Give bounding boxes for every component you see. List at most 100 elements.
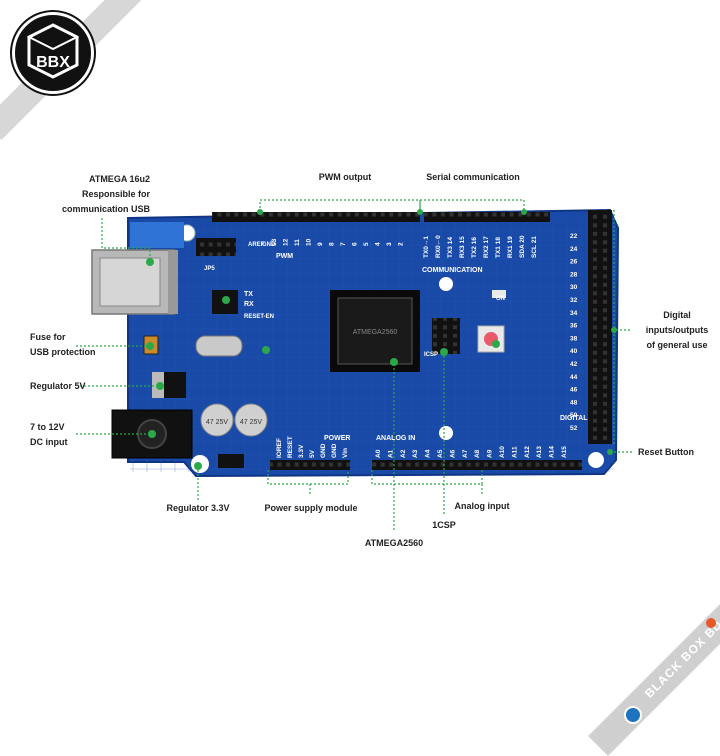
pin-label: SDA 20: [519, 235, 526, 258]
pin-label: A1: [387, 449, 394, 458]
callout-icsp: 1CSP: [432, 520, 456, 530]
cap-label: 47 25V: [240, 419, 263, 426]
digital-silk-label: DIGITAL: [560, 415, 588, 422]
callout-atmega16u2-line2: Responsible for: [81, 189, 150, 199]
pin-label: 3: [386, 242, 393, 246]
pin-label: A5: [437, 449, 444, 458]
callout-digital-line1: Digital: [663, 310, 691, 320]
capacitor: 47 25V: [234, 403, 268, 437]
pin-label: 32: [570, 297, 578, 304]
callout-dc-line1: 7 to 12V: [30, 422, 65, 432]
pin-label: 11: [294, 239, 301, 246]
rx-silk-label: RX: [244, 301, 254, 308]
callout-dc-line2: DC input: [30, 437, 68, 447]
pin-label: SCL 21: [531, 236, 538, 258]
communication-header: [424, 212, 550, 222]
reset-en-silk-label: RESET-EN: [244, 314, 274, 320]
callout-atmega16u2-line3: communication USB: [61, 204, 150, 214]
analog-header: [372, 460, 582, 470]
crystal-oscillator: [195, 335, 243, 357]
callout-analog-input: Analog input: [454, 501, 510, 511]
pin-label: 44: [570, 374, 578, 381]
analog-silk-label: ANALOG IN: [376, 435, 415, 442]
callout-fuse-line2: USB protection: [30, 347, 96, 357]
callout-serial-communication: Serial communication: [426, 172, 520, 182]
aref-silk-label: AREF: [248, 242, 265, 248]
callout-fuse: Fuse for USB protection: [30, 330, 120, 360]
callout-digital-line3: of general use: [646, 340, 708, 350]
pin-label: A3: [412, 449, 419, 458]
callout-power-supply-module: Power supply module: [264, 503, 358, 513]
pwm-silk-label: PWM: [276, 253, 293, 260]
pin-label: 9: [317, 242, 324, 246]
callout-digital-line2: inputs/outputs: [645, 325, 709, 335]
pin-label: 40: [570, 348, 578, 355]
callout-regulator-3v3: Regulator 3.3V: [166, 503, 230, 513]
pwm-header: [212, 212, 420, 222]
pin-label: A8: [474, 449, 481, 458]
pin-label: 30: [570, 284, 578, 291]
pin-label: 52: [570, 425, 578, 432]
pin-label: A6: [449, 449, 456, 458]
chip-text: ATMEGA2560: [353, 329, 398, 336]
logo-text: BBX: [36, 54, 70, 71]
pin-label: A11: [511, 446, 518, 458]
pin-label: 6: [352, 242, 359, 246]
pin-label: 36: [570, 323, 578, 330]
capacitor: 47 25V: [200, 403, 234, 437]
icsp-silk-label: ICSP: [424, 352, 438, 358]
pin-label: 38: [570, 335, 578, 342]
atmega2560-chip: ATMEGA2560: [330, 290, 420, 372]
on-led: [492, 290, 506, 298]
watermark-accent-icon: [706, 618, 716, 628]
on-silk-label: ON: [496, 296, 505, 302]
pin-label: TX1 18: [495, 237, 502, 258]
pin-label: A0: [375, 449, 382, 458]
pin-label: GND: [331, 443, 338, 458]
pin-label: 28: [570, 271, 578, 278]
pin-label: 7: [340, 242, 347, 246]
pin-label: A13: [536, 446, 543, 458]
pin-label: 50: [570, 412, 578, 419]
digital-header: [588, 210, 612, 444]
pin-label: RX0←0: [435, 235, 442, 258]
pin-label: 5: [363, 242, 370, 246]
usb-connector: [91, 249, 178, 315]
pin-label: 13: [271, 238, 278, 246]
jp5-silk-label: JP5: [204, 266, 215, 272]
pin-label: GND: [320, 443, 327, 458]
pin-label: TX2 16: [471, 237, 478, 258]
atmega16u2-module: [130, 222, 184, 248]
pin-label: 34: [570, 310, 578, 317]
tx-silk-label: TX: [244, 291, 253, 298]
pin-label: A10: [499, 446, 506, 458]
arduino-mega-diagram: 47 25V 47 25V ATMEGA2560 PWM COMMUNICATI…: [76, 199, 634, 532]
callout-regulator-5v: Regulator 5V: [30, 381, 86, 391]
callout-fuse-line1: Fuse for: [30, 332, 66, 342]
pin-label: 4: [375, 242, 382, 246]
pin-label: 2: [398, 242, 405, 246]
pin-label: IOREF: [276, 438, 283, 458]
jp5-header: [196, 238, 236, 256]
pin-label: A15: [561, 446, 568, 458]
pin-label: A14: [549, 446, 556, 458]
pin-label: 26: [570, 259, 578, 266]
pin-label: 5V: [309, 449, 316, 458]
callout-pwm-output: PWM output: [318, 172, 372, 182]
pin-label: RX2 17: [483, 236, 490, 258]
reset-button[interactable]: [477, 325, 505, 353]
logo-cube-icon: BBX: [26, 23, 80, 79]
pin-label: 24: [570, 246, 578, 253]
callout-atmega2560: ATMEGA2560: [364, 538, 424, 548]
pin-label: RESET: [287, 436, 294, 458]
gnd-silk-label: GND: [262, 242, 276, 248]
pin-label: 8: [329, 242, 336, 246]
pin-label: 48: [570, 399, 578, 406]
pin-label: A9: [487, 449, 494, 458]
callout-dots: [146, 209, 617, 470]
callout-atmega16u2-line1: ATMEGA 16u2: [88, 174, 150, 184]
callout-digital-io: Digital inputs/outputs of general use: [634, 308, 720, 353]
callout-dc-input: 7 to 12V DC input: [30, 420, 100, 450]
brand-logo: BBX: [12, 12, 94, 94]
